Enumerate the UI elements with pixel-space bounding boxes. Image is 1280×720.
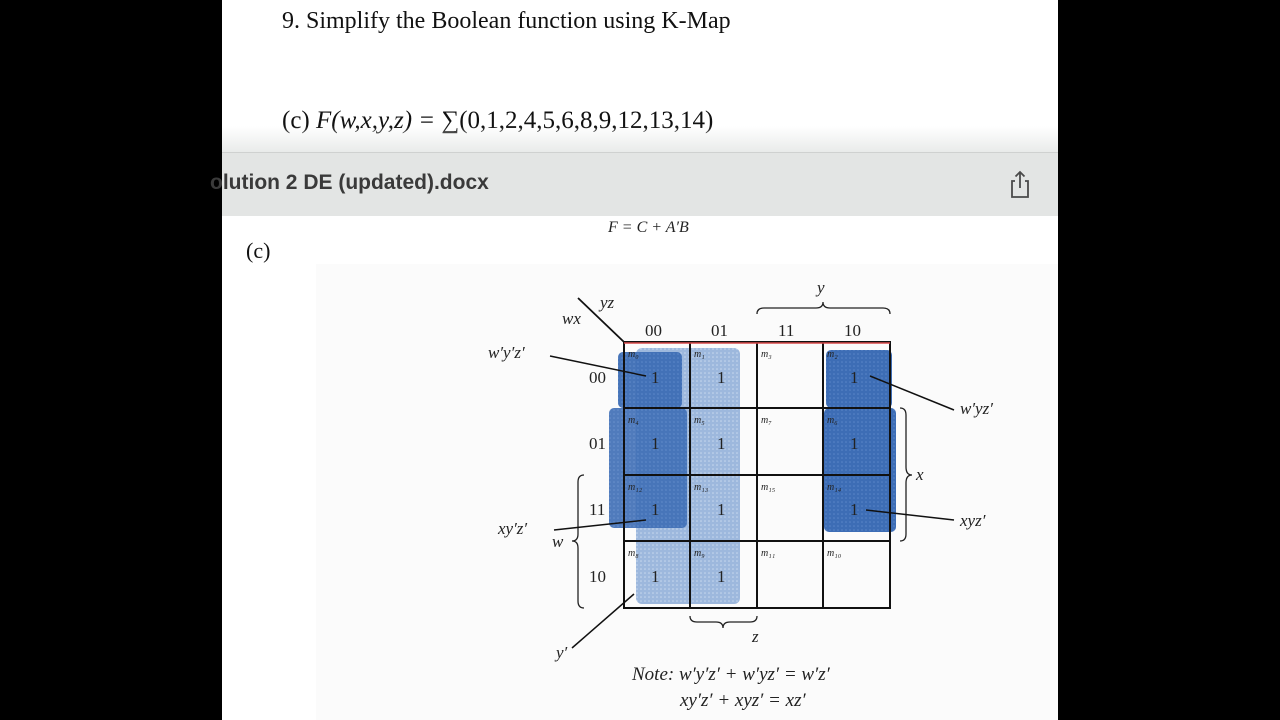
cell-minterm: m₀ <box>628 349 639 360</box>
cell-value: 1 <box>717 567 726 586</box>
cell-value: 1 <box>717 500 726 519</box>
cell-minterm: m₁₂ <box>628 482 643 493</box>
col-header-11: 11 <box>778 321 794 340</box>
col-header-10: 10 <box>844 321 861 340</box>
note-line-1: Note: w′y′z′ + w′yz′ = w′z′ <box>631 664 831 685</box>
row-header-10: 10 <box>589 567 606 586</box>
row-header-00: 00 <box>589 368 606 387</box>
col-header-01: 01 <box>711 321 728 340</box>
kmap-grid <box>623 341 891 609</box>
cell-value: 1 <box>651 434 660 453</box>
group-dark-mid-left <box>609 408 687 528</box>
x-label: x <box>915 465 924 484</box>
y-label: y <box>815 278 825 297</box>
kmap-cells: m₀ 1 m₁ 1 m₃ m₂ 1 m₄ 1 m₅ 1 m₇ m₆ 1 <box>628 349 859 586</box>
cell-minterm: m₇ <box>761 415 772 426</box>
group-label-top-right: w′yz′ <box>960 399 993 418</box>
leader-mid-right <box>865 509 955 521</box>
kmap-scan: wx yz 00 01 11 10 00 01 11 10 y x <box>316 264 1058 720</box>
cell-minterm: m₁₃ <box>694 482 709 493</box>
cell-value: 1 <box>850 434 859 453</box>
cell-minterm: m₃ <box>761 349 772 360</box>
cell-value: 1 <box>717 368 726 387</box>
cell-value: 1 <box>651 567 660 586</box>
cell-value: 1 <box>850 500 859 519</box>
document-title: olution 2 DE (updated).docx <box>210 171 489 194</box>
leader-mid-left <box>553 519 647 531</box>
cell-minterm: m₁₁ <box>761 548 775 559</box>
question-title: 9. Simplify the Boolean function using K… <box>282 8 731 34</box>
simplified-result: F = C + A′B <box>608 219 689 236</box>
group-label-top-left: w′y′z′ <box>488 343 525 362</box>
x-brace <box>899 407 913 542</box>
col-header-00: 00 <box>645 321 662 340</box>
scroll-fade <box>222 126 1058 152</box>
cell-value: 1 <box>651 368 660 387</box>
cell-value: 1 <box>717 434 726 453</box>
cell-minterm: m₁₀ <box>827 548 842 559</box>
corner-col-label: yz <box>598 293 615 312</box>
leader-top-left <box>549 355 647 377</box>
cell-minterm: m₁₄ <box>827 482 842 493</box>
share-icon[interactable] <box>1008 170 1032 200</box>
group-label-bottom: y′ <box>554 643 568 662</box>
group-dark-top-right <box>826 350 892 408</box>
w-label: w <box>552 532 564 551</box>
corner-row-label: wx <box>562 309 581 328</box>
group-dark-mid-right <box>824 408 896 532</box>
z-label: z <box>751 627 759 646</box>
row-header-01: 01 <box>589 434 606 453</box>
cell-minterm: m₉ <box>694 548 705 559</box>
cell-minterm: m₆ <box>827 415 838 426</box>
leader-top-right <box>869 375 955 411</box>
cell-minterm: m₁₅ <box>761 482 776 493</box>
w-brace <box>571 474 585 609</box>
group-label-mid-right: xyz′ <box>959 511 986 530</box>
group-label-mid-left: xy′z′ <box>497 519 527 538</box>
corner-diagonal <box>577 297 625 343</box>
cell-value: 1 <box>651 500 660 519</box>
cell-minterm: m₅ <box>694 415 705 426</box>
cell-minterm: m₄ <box>628 415 639 426</box>
cell-minterm: m₈ <box>628 548 639 559</box>
note-line-2: xy′z′ + xyz′ = xz′ <box>679 690 806 711</box>
cell-minterm: m₂ <box>827 349 838 360</box>
row-header-11: 11 <box>589 500 605 519</box>
document-page: 9. Simplify the Boolean function using K… <box>210 0 1058 720</box>
kmap-figure: wx yz 00 01 11 10 00 01 11 10 y x <box>488 278 993 711</box>
z-brace <box>689 615 758 629</box>
leader-bottom <box>571 593 635 649</box>
cell-minterm: m₁ <box>694 349 705 360</box>
group-dark-top-left <box>618 352 682 408</box>
cell-value: 1 <box>850 368 859 387</box>
solution-content: (c) F = C + A′B <box>222 216 1058 720</box>
document-title-bar: olution 2 DE (updated).docx <box>210 152 1058 217</box>
part-label: (c) <box>246 238 271 263</box>
y-brace <box>756 301 891 315</box>
